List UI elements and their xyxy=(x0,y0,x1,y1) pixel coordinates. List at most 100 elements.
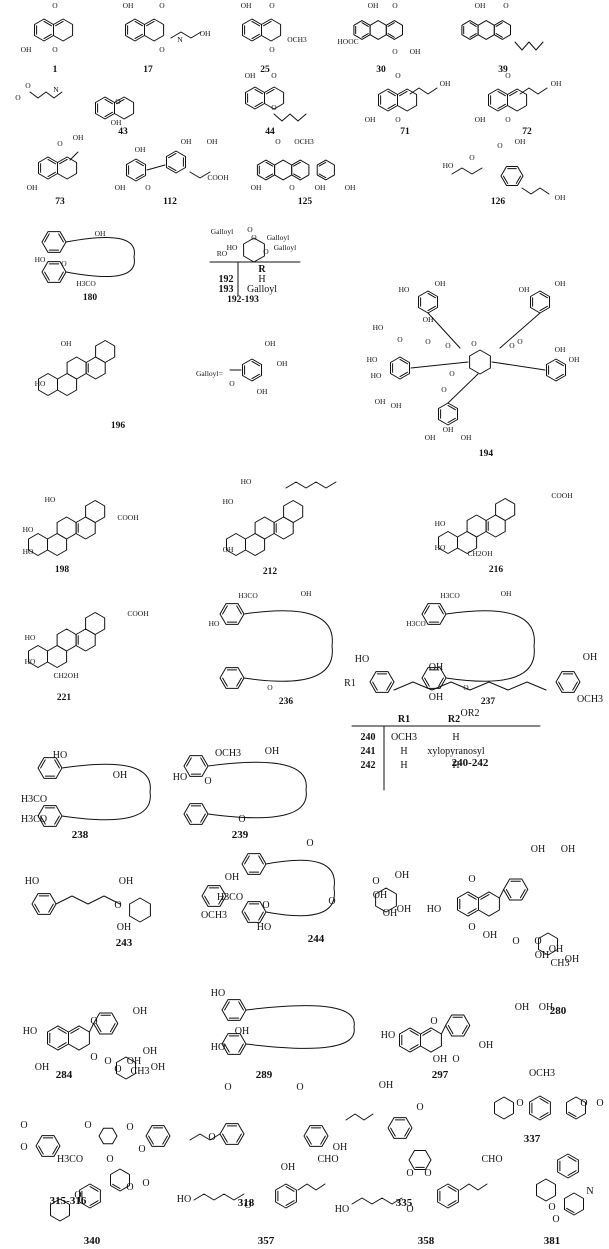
bond xyxy=(497,103,506,110)
bond xyxy=(538,932,558,956)
compound-number: 126 xyxy=(491,197,506,207)
bond xyxy=(447,1186,457,1192)
atom-label: O xyxy=(61,259,67,268)
bond xyxy=(57,1028,67,1034)
atom-label: O xyxy=(397,335,403,344)
bond xyxy=(114,96,135,120)
atom-label: O xyxy=(406,1168,413,1179)
atom-label: O xyxy=(425,337,431,346)
bond xyxy=(110,1168,130,1192)
compound-number: 216 xyxy=(489,565,504,575)
bond xyxy=(47,171,56,178)
bond xyxy=(316,159,335,181)
bond xyxy=(445,1014,471,1037)
bond xyxy=(146,164,166,171)
atom-label: CHO xyxy=(481,1154,502,1165)
atom-label: OH xyxy=(391,401,402,410)
bond xyxy=(564,1192,584,1216)
atom-label: OH xyxy=(21,45,32,54)
atom-label: O xyxy=(52,1,58,10)
bond xyxy=(34,903,40,913)
compound-number: 72 xyxy=(522,127,532,137)
atom-label: O xyxy=(424,1168,431,1179)
bond xyxy=(189,1133,221,1141)
atom-label: OH xyxy=(245,71,256,80)
atom-label: OH xyxy=(410,47,421,56)
bond xyxy=(499,312,541,349)
atom-label: O xyxy=(159,45,165,54)
bond xyxy=(418,290,438,314)
atom-label: O xyxy=(106,1154,113,1165)
atom-label: O xyxy=(596,1098,603,1109)
atom-label: OH xyxy=(515,137,526,146)
bond xyxy=(37,757,63,779)
atom-label: OH xyxy=(181,137,192,146)
atom-label: OH xyxy=(301,589,312,598)
atom-label: O xyxy=(328,896,335,907)
galloyl-def-label: Galloyl= xyxy=(196,369,223,378)
atom-label: O xyxy=(90,1052,97,1063)
atom-label: OH xyxy=(123,1,134,10)
atom-label: O xyxy=(548,1202,555,1213)
bond xyxy=(437,1183,459,1209)
bond xyxy=(126,158,146,182)
atom-label: OR2 xyxy=(461,708,480,719)
atom-label: O xyxy=(74,1190,81,1201)
bond xyxy=(186,757,192,767)
bond xyxy=(109,1023,116,1033)
bond xyxy=(467,908,477,914)
compound-number: 71 xyxy=(400,127,410,137)
bond xyxy=(254,101,263,108)
bond xyxy=(461,1025,468,1035)
bond xyxy=(273,113,307,122)
atom-label: O xyxy=(552,1214,559,1225)
atom-label: OH xyxy=(429,692,443,703)
atom-label: OH xyxy=(425,433,436,442)
atom-label: OH xyxy=(569,355,580,364)
atom-label: O xyxy=(468,874,475,885)
atom-label: COOH xyxy=(551,491,573,500)
atom-label: OH xyxy=(135,145,146,154)
atom-label: O xyxy=(84,1120,91,1131)
bond xyxy=(422,1030,432,1036)
compound-number: 337 xyxy=(524,1133,541,1145)
bond xyxy=(221,999,247,1021)
atom-label: O xyxy=(406,1204,413,1215)
atom-label: HO xyxy=(53,750,67,761)
bond xyxy=(168,165,177,172)
atom-label: HO xyxy=(35,255,46,264)
compound-number: 180 xyxy=(83,293,98,303)
bond xyxy=(361,33,369,38)
bond xyxy=(135,173,144,180)
bond xyxy=(447,417,456,424)
bond xyxy=(134,20,143,27)
atom-label: O xyxy=(271,103,277,112)
bond xyxy=(546,358,566,382)
atom-label: O xyxy=(503,1,509,10)
atom-label: OH xyxy=(583,652,597,663)
table-row-r2: H xyxy=(452,760,459,771)
atom-label: COOH xyxy=(117,513,139,522)
atom-label: O xyxy=(115,97,121,106)
compound-number: 125 xyxy=(298,197,313,207)
atom-label: OH xyxy=(519,285,530,294)
atom-label: O xyxy=(126,1122,133,1133)
bond xyxy=(222,605,228,615)
bond xyxy=(245,86,265,110)
bond xyxy=(557,1153,579,1179)
bond xyxy=(494,1096,514,1120)
bond xyxy=(224,1043,230,1053)
bond xyxy=(264,86,285,110)
atom-label: H3CO xyxy=(406,619,426,628)
compound-number: 280 xyxy=(550,1005,567,1017)
bond xyxy=(285,481,337,489)
